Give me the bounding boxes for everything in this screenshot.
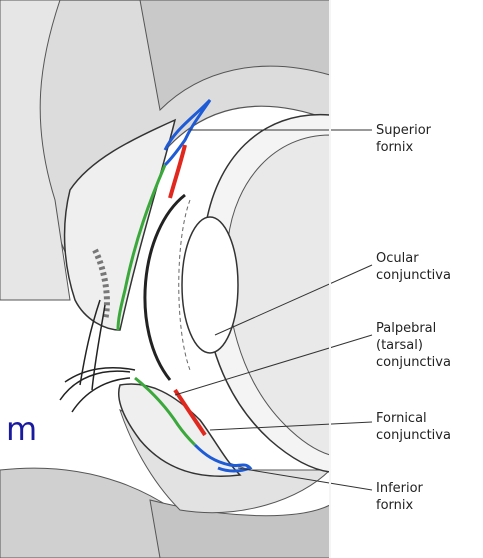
ocular-conjunctiva-upper-line bbox=[170, 145, 185, 198]
label-ocular-conjunctiva: Ocular conjunctiva bbox=[376, 250, 451, 284]
label-superior-fornix: Superior fornix bbox=[376, 122, 431, 156]
label-inferior-fornix: Inferior fornix bbox=[376, 480, 423, 514]
label-palpebral-conjunctiva: Palpebral (tarsal) conjunctiva bbox=[376, 320, 451, 371]
label-fornical-conjunctiva: Fornical conjunctiva bbox=[376, 410, 451, 444]
cornea bbox=[145, 195, 185, 380]
cropped-text-fragment: m bbox=[6, 410, 37, 448]
lens bbox=[182, 217, 238, 353]
